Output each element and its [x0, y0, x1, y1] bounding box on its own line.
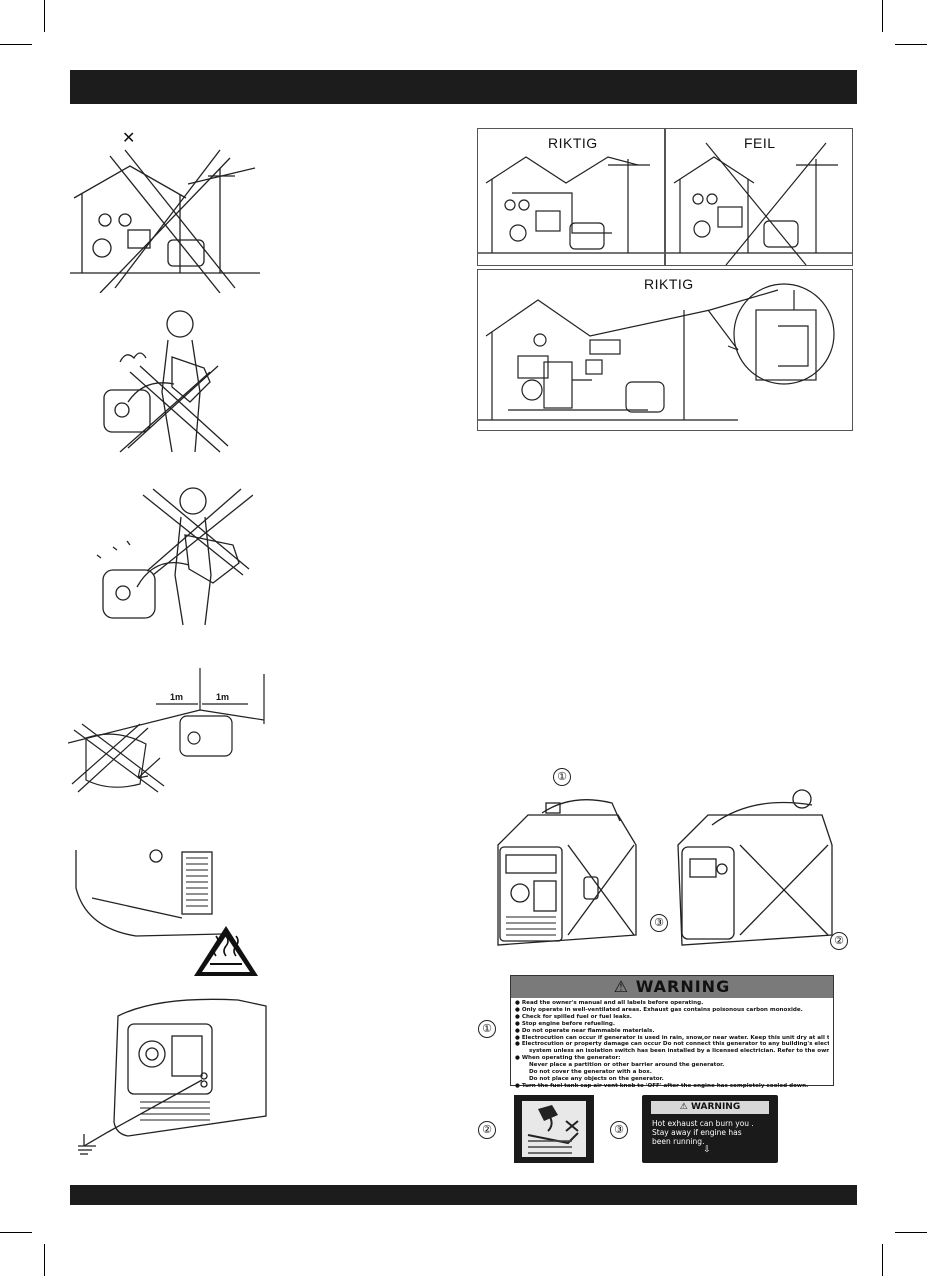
illustration-wrong-house-connection: ✕ — [70, 128, 260, 293]
warning-item: Check for spilled fuel or fuel leaks. — [515, 1014, 829, 1021]
panel-correct-connection: RIKTIG — [477, 128, 665, 266]
warning-item: Stop engine before refueling. — [515, 1021, 829, 1028]
illustration-clearance-1m: 1m 1m — [68, 668, 268, 798]
warning-item: Read the owner's manual and all labels b… — [515, 1000, 829, 1007]
warning-item: Never place a partition or other barrier… — [529, 1062, 725, 1069]
footer-bar — [70, 1185, 857, 1205]
cross-mark-icon: ✕ — [122, 130, 136, 147]
callout-1: ① — [478, 1020, 496, 1038]
callout-2: ② — [478, 1121, 496, 1139]
illustration-ground-connection — [78, 996, 268, 1156]
crop-mark — [44, 0, 45, 32]
warning-triangle-icon: ⚠ — [679, 1102, 688, 1112]
warning-item: Do not place any objects on the generato… — [529, 1075, 664, 1082]
crop-mark — [895, 44, 927, 45]
crop-mark — [882, 0, 883, 32]
panel-title: RIKTIG — [548, 135, 598, 151]
panel-title: FEIL — [744, 135, 776, 151]
illustration-hot-surface — [72, 848, 262, 978]
callout-3: ③ — [610, 1121, 628, 1139]
crop-mark — [0, 44, 32, 45]
warning-item: Do not cover the generator with a box. — [529, 1069, 652, 1076]
down-arrow-icon: ⇩ — [703, 1145, 711, 1155]
warning-triangle-icon: ⚠ — [613, 977, 630, 996]
illustration-fuel-spill — [93, 475, 253, 630]
warning-item: system unless an isolation switch has be… — [529, 1048, 829, 1055]
header-bar — [70, 70, 857, 104]
crop-mark — [44, 1244, 45, 1276]
warning-item: Do not operate near flammable materials. — [515, 1028, 829, 1035]
crop-mark — [895, 1232, 927, 1233]
callout-2: ② — [830, 932, 848, 950]
distance-label-right: 1m — [216, 692, 230, 702]
warning-item: When operating the generator: — [515, 1055, 829, 1062]
crop-mark — [0, 1232, 32, 1233]
warning-item: Electrocution or property damage can occ… — [515, 1041, 829, 1048]
refuel-pictogram-label — [514, 1095, 594, 1163]
panel-title: RIKTIG — [644, 276, 694, 292]
panel-correct-isolation-switch: RIKTIG — [477, 269, 853, 431]
warning-item: Turn the fuel tank cap air vent knob to … — [515, 1083, 829, 1090]
warning-item: Electrocution can occur if generator is … — [515, 1035, 829, 1042]
warning-label: ⚠ WARNING Read the owner's manual and al… — [510, 975, 834, 1089]
warning-label-heading: ⚠ WARNING — [511, 976, 833, 998]
hot-exhaust-warning-heading: ⚠ WARNING — [651, 1101, 769, 1114]
illustration-generator-rear — [672, 785, 837, 950]
hot-exhaust-warning-text: Hot exhaust can burn you . Stay away if … — [642, 1114, 778, 1155]
panel-wrong-connection: FEIL — [665, 128, 853, 266]
callout-1: ① — [553, 768, 571, 786]
crop-mark — [882, 1244, 883, 1276]
fuel-pour-icon — [522, 1101, 586, 1157]
callout-3: ③ — [650, 914, 668, 932]
hot-exhaust-warning-label: ⚠ WARNING Hot exhaust can burn you . Sta… — [642, 1095, 778, 1163]
illustration-generator-front — [488, 785, 638, 950]
distance-label-left: 1m — [170, 692, 184, 702]
warning-item: Only operate in well-ventilated areas. E… — [515, 1007, 829, 1014]
illustration-refuel-engine-running — [100, 302, 230, 457]
warning-list: Read the owner's manual and all labels b… — [511, 1000, 833, 1090]
